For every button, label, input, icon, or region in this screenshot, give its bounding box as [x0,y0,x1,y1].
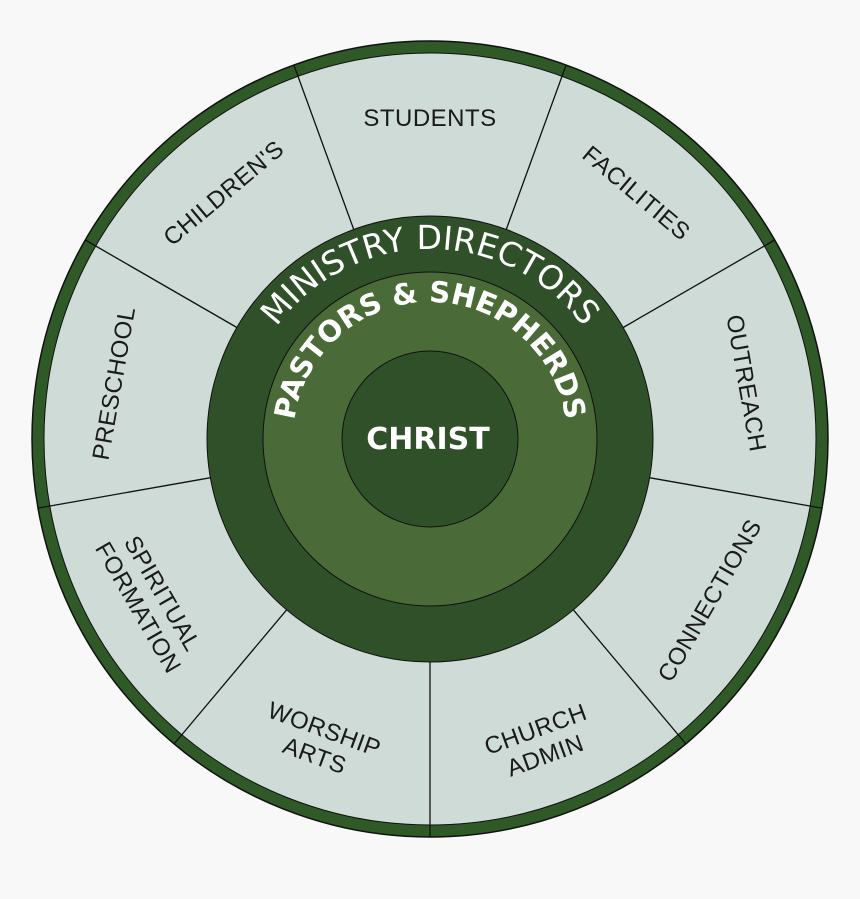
segment-divider [84,239,239,329]
segment-divider [505,64,567,231]
segment-divider [37,476,212,509]
segment-dividers [37,64,823,837]
christ-center [341,350,519,528]
segment-divider [572,608,687,745]
segment-divider [293,64,355,231]
christ-label: CHRIST [366,422,490,457]
segment-divider [173,608,288,745]
segment-label: STUDENTS [363,105,496,132]
segment-divider [621,239,776,329]
segment-divider [648,476,823,509]
segment-label-line: STUDENTS [363,105,496,132]
